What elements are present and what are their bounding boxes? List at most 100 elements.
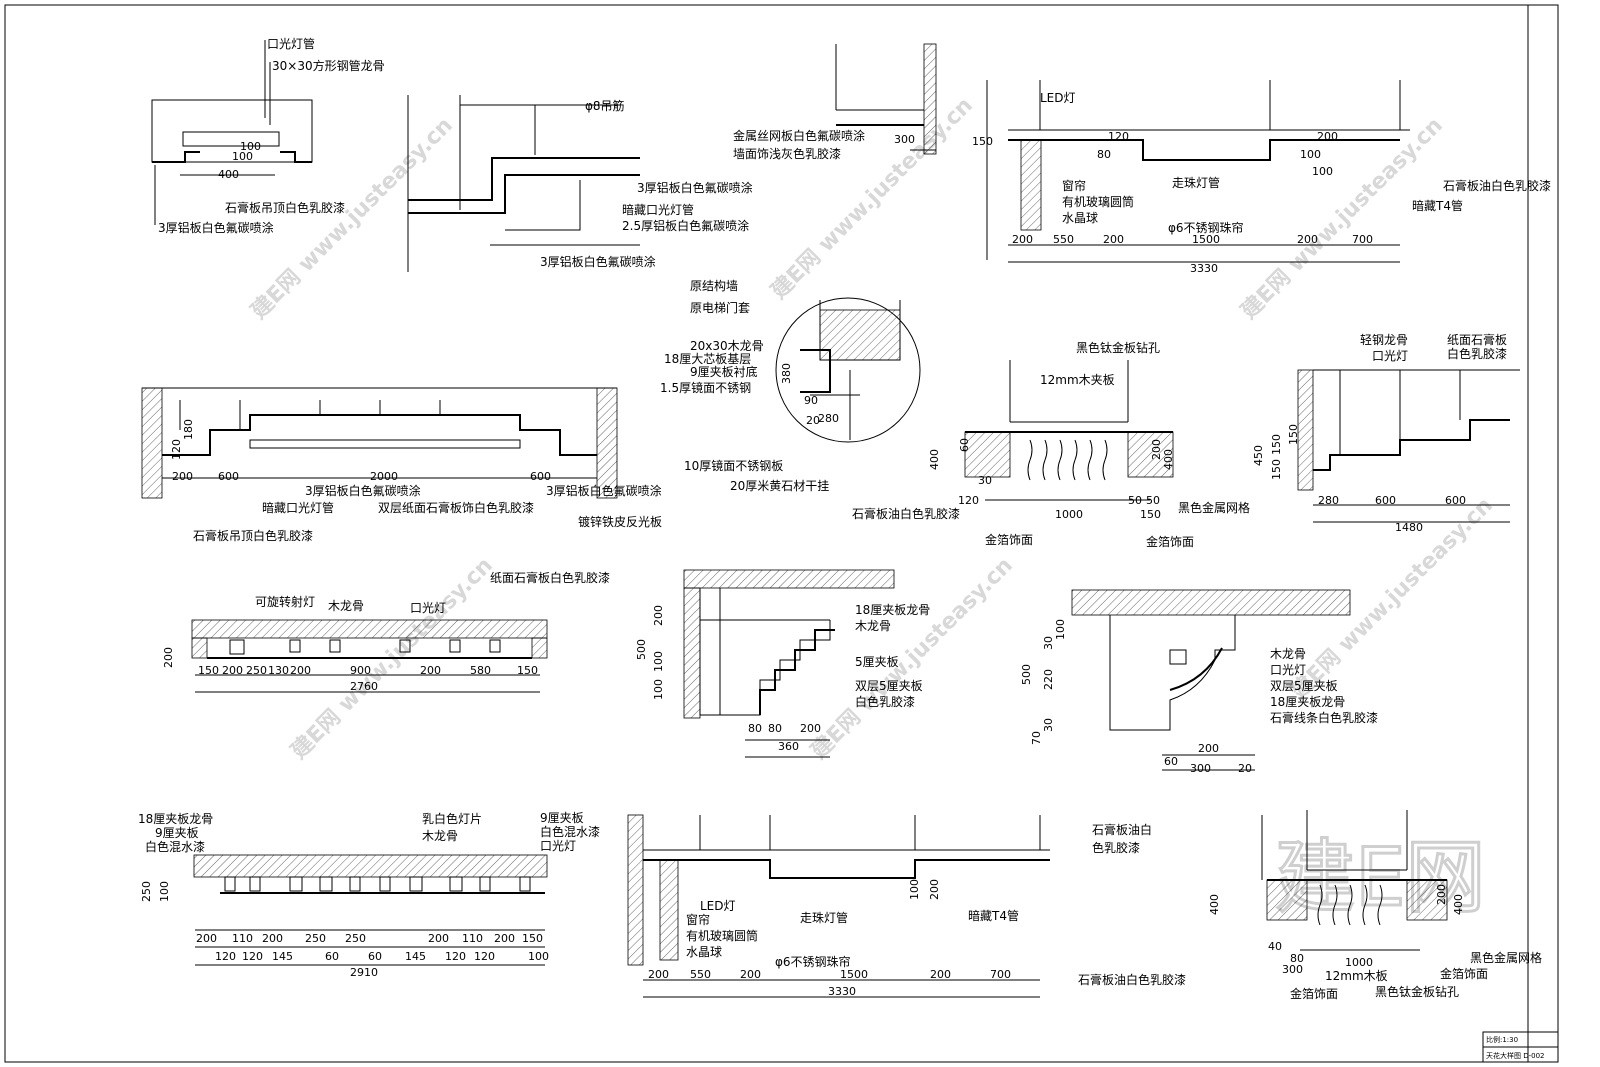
label-d1-1: 30×30方形钢管龙骨 [272, 58, 385, 73]
label-d1-0: 口光灯管 [267, 36, 315, 51]
label-d14-3: 黑色钛金板钻孔 [1375, 984, 1459, 999]
label-d4-1: 走珠灯管 [1172, 175, 1220, 190]
dim-d12-3: 110 [232, 932, 253, 945]
dim-d9-2: 200 [222, 664, 243, 677]
dim-d5-2: 20 [806, 414, 820, 427]
dim-d13-1: 550 [690, 968, 711, 981]
label-d13-3: 水晶球 [686, 945, 722, 959]
label-d7-0: 黑色钛金板钻孔 [1076, 340, 1160, 355]
dim-d12-20: 2910 [350, 966, 378, 979]
d7-bead-strings [1027, 439, 1108, 481]
dim-d9-6: 900 [350, 664, 371, 677]
dim-d12-5: 250 [305, 932, 326, 945]
dim-d14-5: 40 [1268, 940, 1282, 953]
dim-d12-19: 100 [528, 950, 549, 963]
detail-d5: 原结构墙 原电梯门套 20x30木龙骨 18厘大芯板基层 9厘夹板衬底 1.5厚… [660, 278, 921, 493]
sheet-border [4, 4, 1559, 1063]
label-d14-2: 12mm木板 [1325, 969, 1388, 983]
label-d14-4: 金箔饰面 [1290, 986, 1338, 1001]
dim-d12-17: 120 [445, 950, 466, 963]
dim-d7-5: 50 [1128, 494, 1142, 507]
dim-d9-0: 200 [162, 647, 175, 668]
label-d4-7: 暗藏T4管 [1412, 198, 1463, 213]
dim-d10-0: 500 [635, 639, 648, 660]
dim-d13-4: 200 [930, 968, 951, 981]
label-d6-2: 双层纸面石膏板饰白色乳胶漆 [378, 500, 534, 515]
label-d11-1: 口光灯 [1270, 663, 1306, 677]
dim-d13-2: 200 [740, 968, 761, 981]
dim-d10-5: 80 [768, 722, 782, 735]
watermark-logo: 建E网 [1275, 831, 1486, 924]
label-d12-6: 白色混水漆 [540, 824, 600, 839]
label-d13-7: 色乳胶漆 [1092, 840, 1140, 855]
label-d6-0: 3厚铝板白色氟碳喷涂 [305, 483, 421, 498]
dim-d1-2: 100 [240, 140, 261, 153]
label-d5-3: 18厘大芯板基层 [664, 352, 751, 366]
dim-d9-3: 250 [246, 664, 267, 677]
dim-d12-11: 120 [215, 950, 236, 963]
dim-d13-7: 100 [908, 879, 921, 900]
dim-d11-9: 20 [1238, 762, 1252, 775]
label-d11-3: 18厘夹板龙骨 [1270, 695, 1345, 709]
dim-d12-7: 200 [428, 932, 449, 945]
label-d13-9: 石膏板油白色乳胶漆 [1078, 972, 1186, 987]
label-d2-1: 3厚铝板白色氟碳喷涂 [637, 180, 753, 195]
label-d12-4: 木龙骨 [422, 829, 458, 843]
dim-d4-0: 150 [972, 135, 993, 148]
dim-d4-8: 80 [1097, 148, 1111, 161]
scale-label: 比例:1:30 [1486, 1036, 1519, 1044]
detail-d2: φ8吊筋 3厚铝板白色氟碳喷涂 暗藏口光灯管 2.5厚铝板白色氟碳喷涂 3厚铝板… [407, 95, 753, 272]
label-d8-2: 纸面石膏板 [1447, 332, 1507, 347]
label-d14-0: 黑色金属网格 [1470, 950, 1542, 965]
dim-d9-10: 2760 [350, 680, 378, 693]
dim-d4-11: 200 [1317, 130, 1338, 143]
dim-d5-0: 380 [780, 363, 793, 384]
dim-d6-2: 200 [172, 470, 193, 483]
label-d10-4: 白色乳胶漆 [855, 694, 915, 709]
label-d5-4: 9厘夹板衬底 [690, 364, 758, 379]
dim-d7-4: 1000 [1055, 508, 1083, 521]
detail-d11: 木龙骨 口光灯 双层5厘夹板 18厘夹板龙骨 石膏线条白色乳胶漆 500 100… [1020, 589, 1378, 775]
dim-d7-1: 60 [958, 438, 971, 452]
label-d11-2: 双层5厘夹板 [1270, 679, 1338, 693]
label-d13-6: 石膏板油白 [1092, 822, 1152, 837]
dim-d7-7: 150 [1140, 508, 1161, 521]
detail-d4: LED灯 走珠灯管 窗帘 有机玻璃圆筒 水晶球 φ6不锈钢珠帘 石膏板油白色乳胶… [972, 80, 1551, 275]
dim-d9-4: 130 [268, 664, 289, 677]
label-d7-3: 金箔饰面 [985, 532, 1033, 547]
dim-d9-9: 150 [517, 664, 538, 677]
detail-d9: 可旋转射灯 木龙骨 口光灯 纸面石膏板白色乳胶漆 200 150 200 250… [162, 570, 610, 693]
dim-d6-5: 600 [530, 470, 551, 483]
dim-d12-8: 110 [462, 932, 483, 945]
dim-d10-1: 200 [652, 605, 665, 626]
dim-d3-0: 300 [894, 133, 915, 146]
label-d10-1: 木龙骨 [855, 619, 891, 633]
label-d7-1: 12mm木夹板 [1040, 373, 1115, 387]
dim-d13-8: 200 [928, 879, 941, 900]
dim-d10-3: 100 [652, 651, 665, 672]
dim-d12-15: 60 [368, 950, 382, 963]
detail-d13: LED灯 窗帘 有机玻璃圆筒 水晶球 走珠灯管 暗藏T4管 石膏板油白 色乳胶漆… [627, 814, 1186, 998]
dim-d4-9: 120 [1108, 130, 1129, 143]
label-d12-3: 乳白色灯片 [422, 811, 482, 826]
label-d5-2: 20x30木龙骨 [690, 339, 764, 353]
d14-bead-strings [1317, 884, 1383, 926]
dim-d8-1: 150 [1270, 434, 1283, 455]
dim-d8-3: 150 [1287, 424, 1300, 445]
dim-d8-7: 1480 [1395, 521, 1423, 534]
label-d5-5: 1.5厚镜面不锈钢 [660, 380, 751, 395]
dim-d6-0: 120 [170, 439, 183, 460]
dim-d9-8: 580 [470, 664, 491, 677]
label-d6-5: 石膏板吊顶白色乳胶漆 [193, 528, 313, 543]
dim-d12-12: 120 [242, 950, 263, 963]
dim-d14-4: 200 [1435, 884, 1448, 905]
label-d9-1: 木龙骨 [328, 599, 364, 613]
label-d3-0: 金属丝网板白色氟碳喷涂 [733, 128, 865, 143]
dim-d1-1: 100 [232, 150, 253, 163]
label-d5-0: 原结构墙 [690, 278, 738, 293]
detail-d14: 黑色金属网格 金箔饰面 12mm木板 黑色钛金板钻孔 金箔饰面 400 300 … [1208, 810, 1542, 1001]
label-d10-3: 双层5厘夹板 [855, 679, 923, 693]
label-d2-0: φ8吊筋 [585, 98, 625, 113]
dim-d8-2: 150 [1270, 459, 1283, 480]
dim-d13-3: 1500 [840, 968, 868, 981]
